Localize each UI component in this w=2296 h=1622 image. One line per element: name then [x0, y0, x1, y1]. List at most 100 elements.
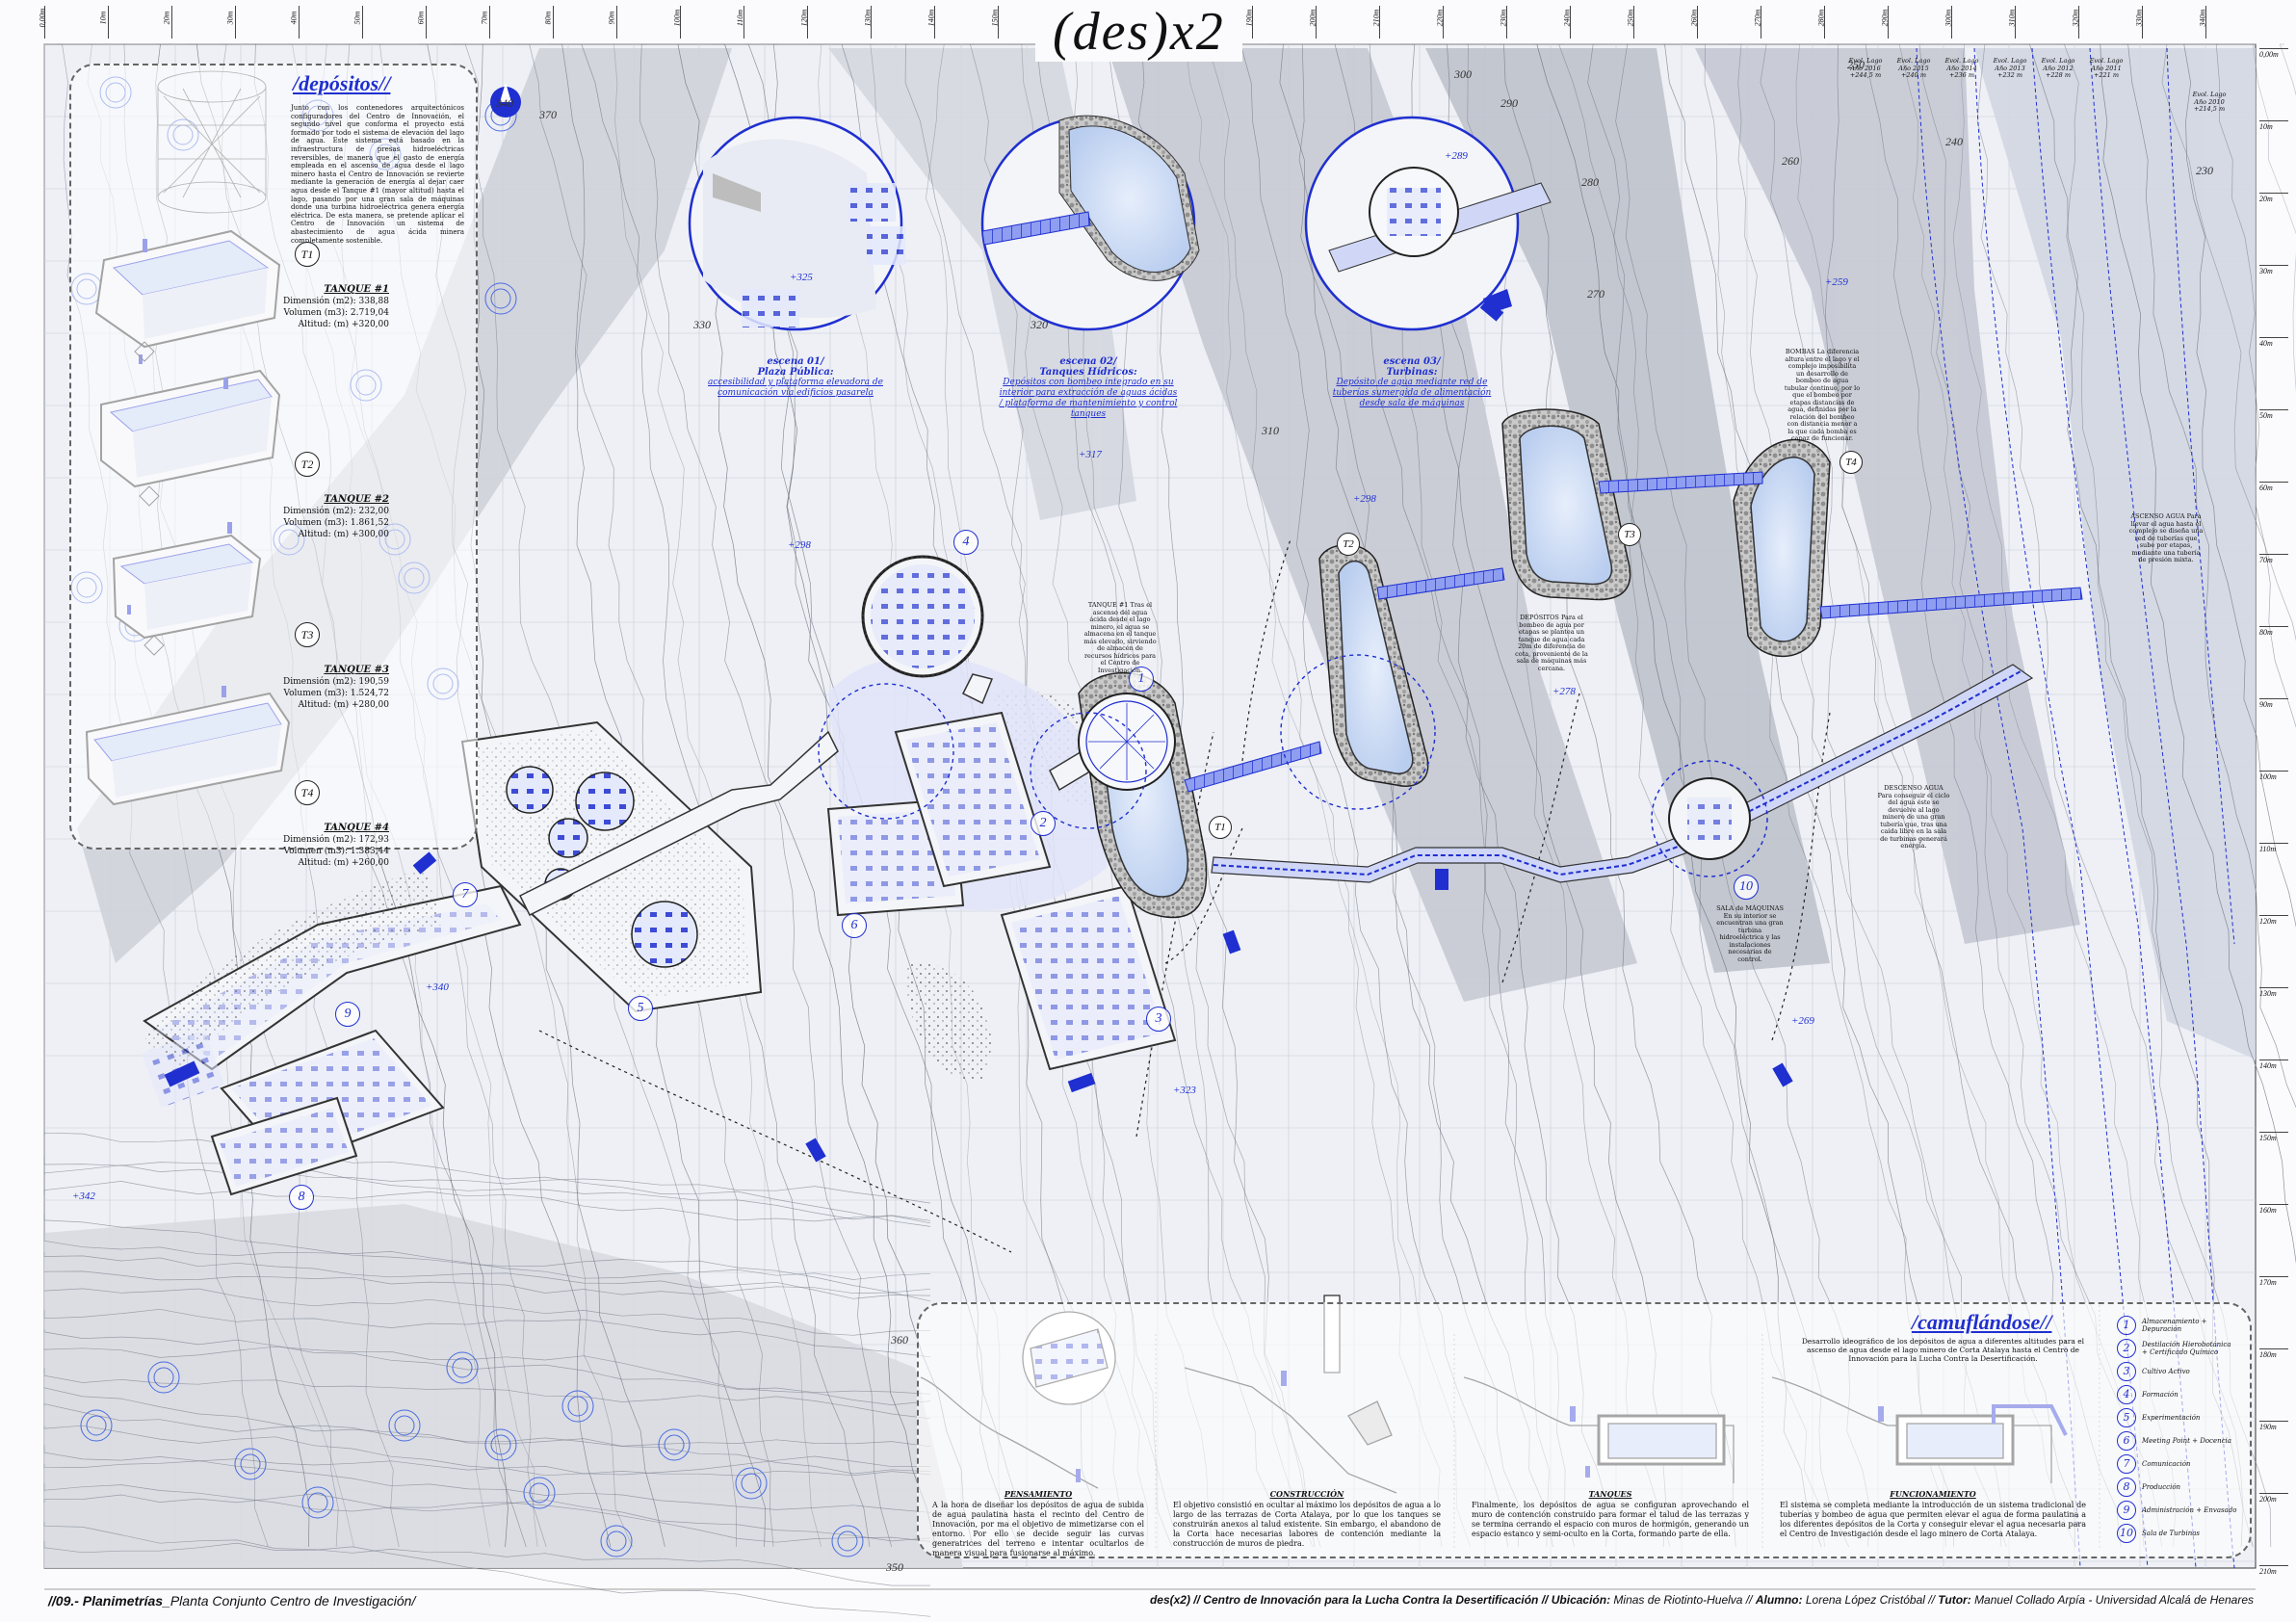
ruler-label: 270m — [1753, 9, 1762, 27]
ruler-tick — [2259, 915, 2288, 916]
contour-label: 310 — [1262, 424, 1279, 437]
footer-sheet-name: Planta Conjunto Centro de Investigación/ — [170, 1593, 416, 1609]
scene-caption: escena 02/Tanques Hídricos:Depósitos con… — [997, 356, 1180, 420]
ruler-label: 190m — [2259, 1423, 2277, 1431]
building-number: 7 — [453, 882, 478, 907]
ruler-tick — [2078, 6, 2079, 39]
ruler-label: 50m — [352, 11, 362, 25]
ruler-tick — [1633, 6, 1634, 39]
depositos-heading: /depósitos// — [293, 71, 391, 95]
ruler-tick — [2259, 120, 2288, 121]
map-tank-tag: T4 — [1839, 451, 1863, 474]
elevation-point: +298 — [1353, 493, 1376, 505]
tank-tag: T2 — [295, 452, 320, 477]
scene-subtitle: Plaza Pública: — [757, 367, 834, 378]
tank-dimension: Dimensión (m2): 338,88 — [283, 297, 389, 306]
contour-label: 230 — [2196, 164, 2213, 177]
building-4 — [861, 555, 984, 678]
ruler-label: 260m — [1689, 9, 1699, 27]
ruler-label: 70m — [480, 11, 489, 25]
contour-label: 330 — [693, 318, 711, 331]
ruler-tick — [2015, 6, 2016, 39]
section-title: CONSTRUCCIÓN — [1269, 1489, 1344, 1499]
ruler-tick — [299, 6, 300, 39]
ruler-label: 10m — [98, 11, 108, 25]
legend-number: 7 — [2117, 1454, 2136, 1474]
footer-ubic-label: Ubicación: — [1551, 1593, 1611, 1607]
tank-name: TANQUE #2 — [324, 494, 389, 505]
note-descenso: DESCENSO AGUA Para conseguir el ciclo de… — [1877, 784, 1950, 850]
ruler-label: 200m — [2259, 1495, 2277, 1504]
scene-description: accesibilidad y plataforma elevadora de … — [708, 378, 883, 398]
building-number: 1 — [1129, 667, 1154, 692]
ruler-tick — [2259, 771, 2288, 772]
elevation-point: +342 — [72, 1190, 95, 1202]
scene-description: Depósito de agua mediante red de tubería… — [1332, 378, 1492, 408]
tank-t4 — [1733, 438, 1831, 657]
tank-name: TANQUE #4 — [324, 823, 389, 833]
ruler-tick — [2259, 1348, 2288, 1349]
contour-label: 350 — [886, 1560, 903, 1574]
footer-tutor-label: Tutor: — [1938, 1593, 1971, 1607]
ruler-label: 250m — [1626, 9, 1635, 27]
section-text: A la hora de diseñar los depósitos de ag… — [932, 1501, 1144, 1557]
section-text: El sistema se completa mediante la intro… — [1780, 1501, 2086, 1538]
ruler-label: 30m — [225, 11, 235, 25]
building-2 — [894, 711, 1052, 888]
ruler-tick — [807, 6, 808, 39]
elevation-point: +325 — [790, 272, 813, 283]
ruler-label: 340m — [2198, 9, 2207, 27]
ruler-label: 160m — [2259, 1206, 2277, 1215]
ruler-label: 110m — [2259, 845, 2277, 853]
sheet-title: (des)x2 — [1035, 2, 1242, 62]
tank-dimension: Dimensión (m2): 172,93 — [283, 835, 389, 845]
legend-label: Comunicación — [2142, 1460, 2191, 1468]
legend-number: 5 — [2117, 1408, 2136, 1427]
ruler-tick — [2259, 698, 2288, 699]
contour-label: 290 — [1500, 96, 1518, 110]
ruler-tick — [2259, 265, 2288, 266]
ruler-tick — [2259, 1276, 2288, 1277]
ruler-tick — [1824, 6, 1825, 39]
building-number: 5 — [628, 996, 653, 1021]
lake-evolution-note: Evol. Lago Año 2014 +236 m — [1944, 57, 1979, 79]
elevation-point: +323 — [1173, 1085, 1196, 1096]
ruler-label: 180m — [2259, 1350, 2277, 1359]
building-8 — [210, 1096, 358, 1196]
legend-number: 1 — [2117, 1316, 2136, 1335]
ruler-label: 150m — [2259, 1134, 2277, 1142]
ruler-tick — [1506, 6, 1507, 39]
ruler-tick — [235, 6, 236, 39]
contour-label: 340 — [496, 96, 513, 110]
note-tanque1: TANQUE #1 Tras el ascenso del agua ácida… — [1083, 601, 1157, 674]
footer-project: des(x2) // Centro de Innovación para la … — [1149, 1593, 1549, 1607]
contour-label: 260 — [1782, 154, 1799, 168]
contour-label: 320 — [1031, 318, 1048, 331]
legend-number: 3 — [2117, 1362, 2136, 1381]
ruler-label: 210m — [2259, 1567, 2277, 1576]
ruler-label: 60m — [2259, 484, 2273, 492]
ruler-tick — [2205, 6, 2206, 39]
map-tank-tag: T2 — [1337, 533, 1360, 556]
footer-right: des(x2) // Centro de Innovación para la … — [1150, 1593, 2254, 1607]
building-number: 6 — [842, 913, 867, 938]
ruler-label: 330m — [2134, 9, 2144, 27]
legend-item: 7 Comunicación — [2117, 1454, 2238, 1474]
tank-volume: Volumen (m3): 2.719,04 — [283, 308, 389, 318]
ruler-tick — [2259, 1565, 2288, 1566]
tank-tag: T4 — [295, 780, 320, 805]
ruler-label: 100m — [2259, 772, 2277, 781]
building-number: 3 — [1146, 1007, 1171, 1032]
legend-number: 10 — [2117, 1524, 2136, 1543]
tank-tag: T1 — [295, 242, 320, 267]
lake-evolution-note: Evol. Lago Año 2010 +214,5 m — [2192, 91, 2227, 113]
legend-label: Destilación Hierobotánica + Certificado … — [2142, 1341, 2231, 1356]
map-tank-tag: T1 — [1209, 816, 1232, 839]
ruler-tick — [2259, 482, 2288, 483]
tank-altitude: Altitud: (m) +320,00 — [298, 320, 389, 329]
ruler-tick — [1888, 6, 1889, 39]
